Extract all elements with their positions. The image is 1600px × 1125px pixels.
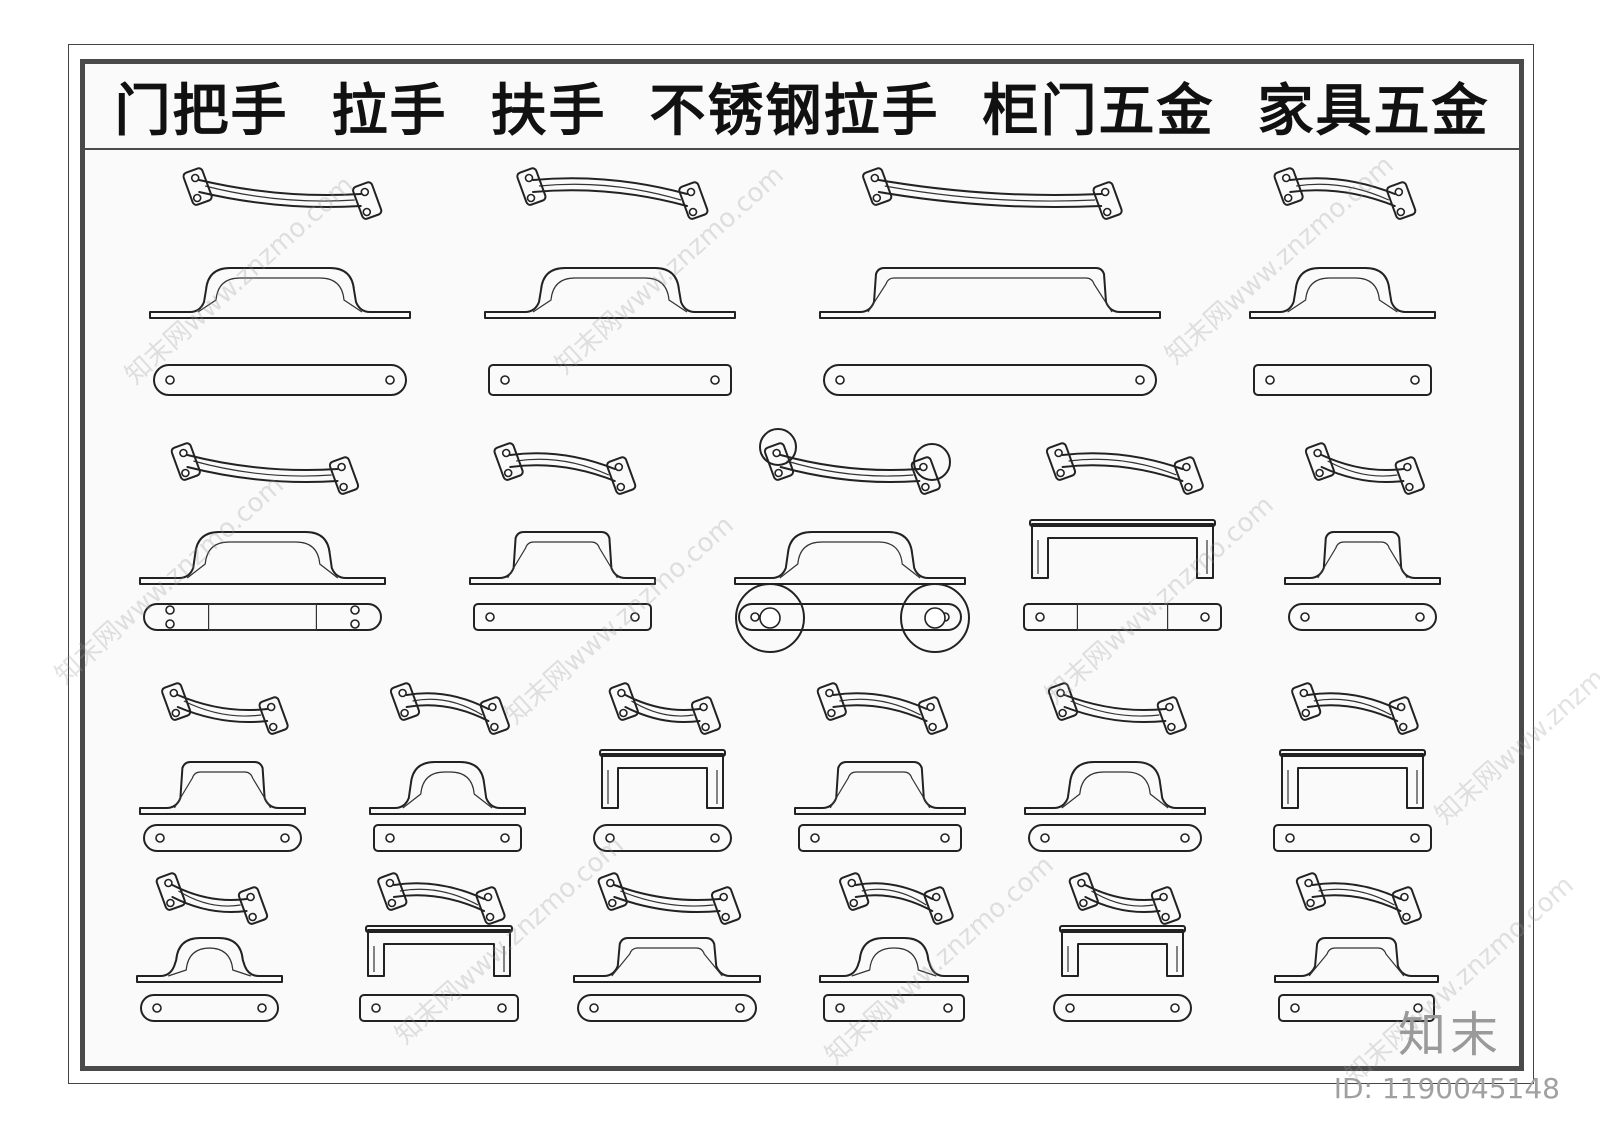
elevation-view — [1024, 761, 1206, 815]
door-handle-1 — [149, 167, 411, 396]
plan-view — [373, 824, 522, 852]
plan-view — [1273, 824, 1432, 852]
perspective-view — [182, 167, 383, 220]
plan-view — [153, 364, 407, 396]
sheet-title: 门把手 拉手 扶手 不锈钢拉手 柜门五金 家具五金 — [114, 78, 1490, 144]
perspective-view — [597, 872, 742, 925]
elevation-view — [599, 749, 726, 809]
door-handle-3 — [819, 167, 1161, 396]
plan-view — [593, 824, 732, 852]
pull-handle-3 — [1023, 442, 1222, 631]
perspective-view — [377, 872, 506, 925]
perspective-view — [493, 442, 637, 495]
perspective-view — [1291, 682, 1419, 735]
plan-view — [798, 824, 962, 852]
plan-view — [1028, 824, 1202, 852]
grab-bar-1 — [734, 442, 966, 631]
perspective-view — [1273, 167, 1417, 220]
elevation-view — [1059, 925, 1186, 977]
plan-view — [143, 603, 382, 631]
cabinet-handle-6 — [1273, 682, 1432, 852]
perspective-view — [516, 167, 709, 220]
plan-view — [488, 364, 732, 396]
cabinet-handle-2 — [369, 682, 526, 852]
elevation-view — [1249, 267, 1436, 319]
plan-view — [473, 603, 652, 631]
furniture-handle-5 — [1053, 872, 1192, 1022]
elevation-view — [1029, 519, 1216, 579]
furniture-handle-1 — [136, 872, 283, 1022]
perspective-view — [155, 872, 269, 925]
perspective-view — [161, 682, 289, 735]
pull-handle-1 — [139, 442, 386, 631]
plan-view — [1053, 994, 1192, 1022]
brand-logo: 知末 — [1397, 1007, 1502, 1063]
pull-handle-2 — [469, 442, 656, 631]
cabinet-handle-3 — [593, 682, 732, 852]
elevation-view — [136, 937, 283, 983]
elevation-view — [365, 925, 513, 977]
perspective-view — [170, 442, 360, 495]
elevation-view — [1284, 531, 1441, 585]
elevation-view — [819, 937, 969, 983]
perspective-view — [1068, 872, 1182, 925]
perspective-view — [1295, 872, 1422, 925]
elevation-view — [734, 531, 966, 585]
elevation-view — [1274, 937, 1439, 983]
plan-view — [143, 824, 302, 852]
plan-view — [1288, 603, 1437, 631]
elevation-view — [1279, 749, 1426, 809]
perspective-view — [1045, 442, 1204, 495]
perspective-view — [862, 167, 1123, 220]
pull-handle-4 — [1284, 442, 1441, 631]
elevation-view — [794, 761, 966, 815]
plan-view — [823, 994, 965, 1022]
perspective-view — [763, 442, 941, 495]
plan-view — [1253, 364, 1432, 396]
elevation-view — [484, 267, 736, 319]
cabinet-handle-5 — [1024, 682, 1206, 852]
cabinet-handle-4 — [794, 682, 966, 852]
perspective-view — [816, 682, 949, 735]
perspective-view — [608, 682, 722, 735]
perspective-view — [839, 872, 954, 925]
perspective-view — [1047, 682, 1187, 735]
elevation-view — [573, 937, 761, 983]
plan-view — [1278, 994, 1435, 1022]
plan-view — [823, 364, 1157, 396]
plan-view — [140, 994, 279, 1022]
image-id-label: ID: 1190045148 — [1333, 1072, 1560, 1105]
elevation-view — [149, 267, 411, 319]
plan-view — [359, 994, 519, 1022]
elevation-view — [139, 761, 306, 815]
plan-view — [577, 994, 757, 1022]
cabinet-handle-1 — [139, 682, 306, 852]
title-band: 门把手 拉手 扶手 不锈钢拉手 柜门五金 家具五金 — [85, 64, 1519, 150]
round-rose-grab-bar — [735, 428, 970, 653]
furniture-handle-4 — [819, 872, 969, 1022]
door-handle-4 — [1249, 167, 1436, 396]
perspective-view — [389, 682, 510, 735]
furniture-handle-6 — [1274, 872, 1439, 1022]
door-handle-2 — [484, 167, 736, 396]
plan-view — [1023, 603, 1222, 631]
furniture-handle-2 — [359, 872, 519, 1022]
elevation-view — [469, 531, 656, 585]
elevation-view — [819, 267, 1161, 319]
perspective-view — [1304, 442, 1425, 495]
elevation-view — [369, 761, 526, 815]
furniture-handle-3 — [573, 872, 761, 1022]
elevation-view — [139, 531, 386, 585]
